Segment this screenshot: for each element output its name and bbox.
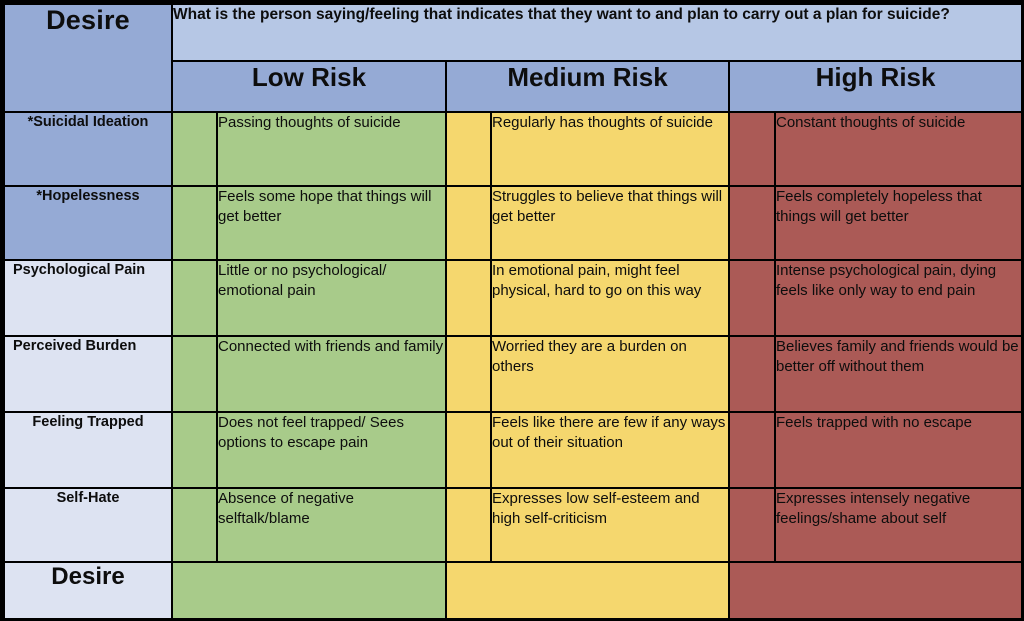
low-risk-gutter-cell [171, 185, 218, 261]
cell-low-psychological-pain: Little or no psychological/ emotional pa… [216, 259, 447, 337]
header-question-text: What is the person saying/feeling that i… [170, 3, 1024, 62]
high-risk-gutter-cell [728, 111, 776, 187]
cell-high-feeling-trapped: Feels trapped with no escape [773, 411, 1024, 489]
high-risk-gutter-cell [728, 411, 776, 489]
cell-high-self-hate: Expresses intensely negative feelings/sh… [773, 487, 1024, 563]
footer-label-desire: Desire [3, 561, 173, 620]
high-risk-gutter-cell [728, 185, 776, 261]
cell-low-suicidal-ideation: Passing thoughts of suicide [216, 111, 447, 187]
row-label-suicidal-ideation: *Suicidal Ideation [3, 111, 173, 187]
cell-high-suicidal-ideation: Constant thoughts of suicide [773, 111, 1024, 187]
cell-low-perceived-burden: Connected with friends and family [216, 335, 447, 413]
low-risk-gutter-cell [171, 487, 218, 563]
row-label-self-hate: Self-Hate [3, 487, 173, 563]
cell-high-psychological-pain: Intense psychological pain, dying feels … [773, 259, 1024, 337]
medium-risk-gutter-cell [445, 185, 492, 261]
table-footer-row: Desire [3, 561, 1024, 620]
table-row: Feeling Trapped Does not feel trapped/ S… [3, 411, 1024, 489]
table-row: Perceived Burden Connected with friends … [3, 335, 1024, 413]
row-label-psychological-pain: Psychological Pain [3, 259, 173, 337]
medium-risk-gutter-cell [445, 335, 492, 413]
low-risk-gutter-cell [171, 259, 218, 337]
footer-cell-medium[interactable] [445, 561, 730, 620]
table-row: *Suicidal Ideation Passing thoughts of s… [3, 111, 1024, 187]
table-row: Psychological Pain Little or no psycholo… [3, 259, 1024, 337]
column-header-low-risk: Low Risk [171, 60, 447, 113]
high-risk-gutter-cell [728, 335, 776, 413]
cell-low-self-hate: Absence of negative selftalk/blame [216, 487, 447, 563]
high-risk-gutter-cell [728, 259, 776, 337]
cell-high-perceived-burden: Believes family and friends would be bet… [773, 335, 1024, 413]
table-row: Self-Hate Absence of negative selftalk/b… [3, 487, 1024, 563]
footer-cell-low[interactable] [171, 561, 447, 620]
low-risk-gutter-cell [171, 335, 218, 413]
low-risk-gutter-cell [171, 411, 218, 489]
row-label-hopelessness: *Hopelessness [3, 185, 173, 261]
cell-medium-perceived-burden: Worried they are a burden on others [490, 335, 730, 413]
high-risk-gutter-cell [728, 487, 776, 563]
corner-title-desire: Desire [3, 3, 173, 113]
desire-risk-matrix: Desire What is the person saying/feeling… [3, 3, 1024, 620]
cell-high-hopelessness: Feels completely hopeless that things wi… [773, 185, 1024, 261]
cell-low-hopelessness: Feels some hope that things will get bet… [216, 185, 447, 261]
medium-risk-gutter-cell [445, 259, 492, 337]
medium-risk-gutter-cell [445, 111, 492, 187]
cell-medium-self-hate: Expresses low self-esteem and high self-… [490, 487, 730, 563]
footer-cell-high[interactable] [727, 561, 1024, 620]
table-row: *Hopelessness Feels some hope that thing… [3, 185, 1024, 261]
column-header-high-risk: High Risk [727, 60, 1024, 113]
row-label-perceived-burden: Perceived Burden [3, 335, 173, 413]
medium-risk-gutter-cell [445, 487, 492, 563]
table-header-question-row: Desire What is the person saying/feeling… [3, 3, 1024, 113]
cell-medium-psychological-pain: In emotional pain, might feel physical, … [490, 259, 730, 337]
cell-medium-hopelessness: Struggles to believe that things will ge… [490, 185, 730, 261]
medium-risk-gutter-cell [445, 411, 492, 489]
table-header-risk-row: Low Risk Medium Risk High Risk [4, 60, 1024, 113]
cell-low-feeling-trapped: Does not feel trapped/ Sees options to e… [216, 411, 447, 489]
cell-medium-suicidal-ideation: Regularly has thoughts of suicide [490, 111, 730, 187]
low-risk-gutter-cell [171, 111, 218, 187]
row-label-feeling-trapped: Feeling Trapped [3, 411, 173, 489]
column-header-medium-risk: Medium Risk [445, 60, 730, 113]
cell-medium-feeling-trapped: Feels like there are few if any ways out… [490, 411, 730, 489]
